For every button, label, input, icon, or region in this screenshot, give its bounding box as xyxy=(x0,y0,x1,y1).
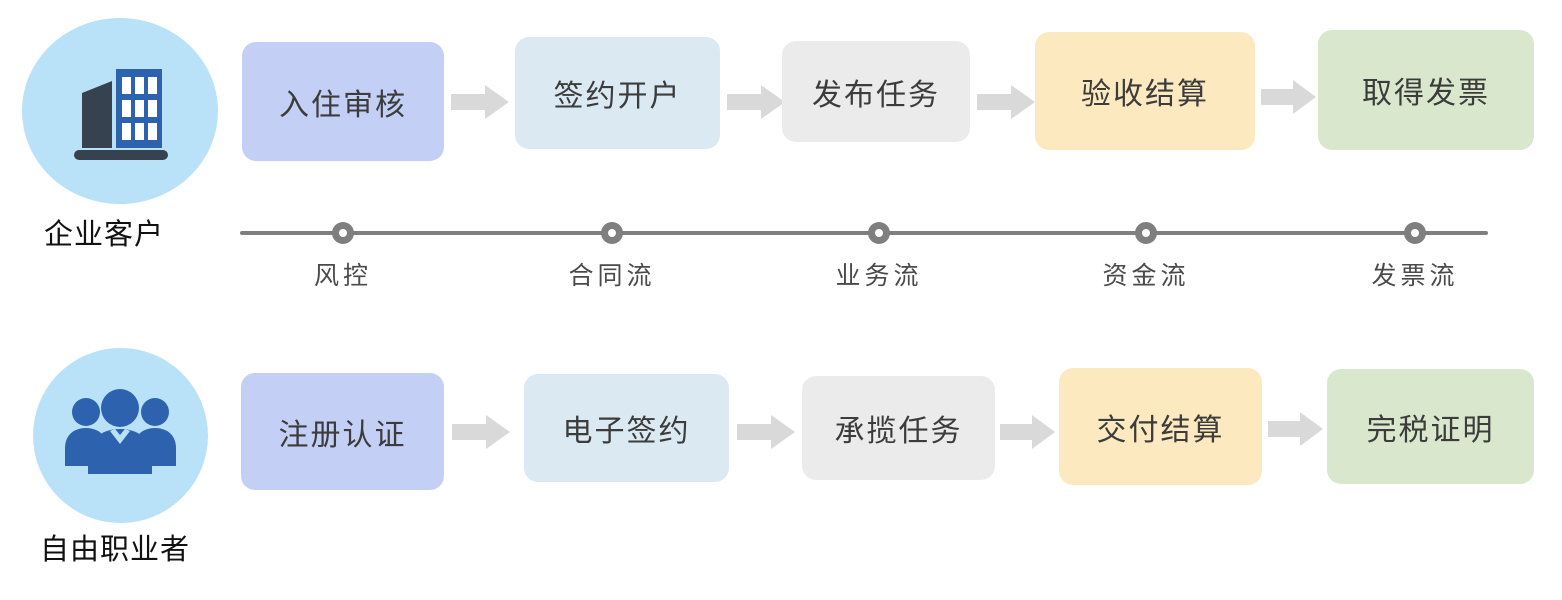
step-card-enterprise-5[interactable]: 取得发票 xyxy=(1318,30,1534,150)
timeline-track xyxy=(240,231,1488,235)
flow-arrow-freelancer-3 xyxy=(1000,415,1055,449)
step-card-label: 发布任务 xyxy=(812,78,940,112)
step-card-enterprise-3[interactable]: 发布任务 xyxy=(782,41,970,142)
enterprise-icon-circle xyxy=(22,18,218,204)
people-group-icon xyxy=(65,388,176,474)
timeline-node-2[interactable] xyxy=(601,222,623,244)
step-card-label: 电子签约 xyxy=(562,415,691,448)
timeline-label-2: 合同流 xyxy=(568,262,656,290)
step-card-label: 验收结算 xyxy=(1081,78,1209,111)
flow-arrow-freelancer-4 xyxy=(1268,412,1323,446)
step-card-label: 入住审核 xyxy=(279,88,407,122)
step-card-enterprise-4[interactable]: 验收结算 xyxy=(1035,32,1255,150)
timeline-label-3: 业务流 xyxy=(835,262,923,290)
timeline-node-5[interactable] xyxy=(1404,222,1426,244)
step-card-enterprise-2[interactable]: 签约开户 xyxy=(515,37,720,149)
freelancer-caption: 自由职业者 xyxy=(40,534,191,566)
flow-arrow-enterprise-2 xyxy=(727,85,785,119)
freelancer-icon-circle xyxy=(33,348,208,523)
step-card-enterprise-1[interactable]: 入住审核 xyxy=(242,42,444,161)
timeline-label-5: 发票流 xyxy=(1371,262,1459,290)
flow-arrow-enterprise-3 xyxy=(977,85,1035,119)
step-card-label: 注册认证 xyxy=(278,418,407,452)
step-card-label: 完税证明 xyxy=(1366,413,1495,447)
step-card-freelancer-1[interactable]: 注册认证 xyxy=(241,373,444,490)
office-building-icon xyxy=(74,69,168,160)
timeline-label-1: 风控 xyxy=(313,262,373,290)
step-card-label: 取得发票 xyxy=(1362,77,1490,110)
flow-arrow-enterprise-1 xyxy=(451,85,509,119)
timeline-label-4: 资金流 xyxy=(1102,262,1190,290)
flow-arrow-enterprise-4 xyxy=(1261,80,1316,114)
step-card-freelancer-2[interactable]: 电子签约 xyxy=(524,374,729,482)
step-card-label: 承揽任务 xyxy=(834,415,963,448)
step-card-freelancer-5[interactable]: 完税证明 xyxy=(1327,369,1534,484)
flow-arrow-freelancer-1 xyxy=(452,415,510,449)
step-card-label: 交付结算 xyxy=(1096,413,1225,447)
timeline-node-3[interactable] xyxy=(868,222,890,244)
step-card-label: 签约开户 xyxy=(553,80,682,113)
timeline-node-4[interactable] xyxy=(1135,222,1157,244)
timeline-node-1[interactable] xyxy=(332,222,354,244)
flow-arrow-freelancer-2 xyxy=(737,415,795,449)
step-card-freelancer-4[interactable]: 交付结算 xyxy=(1059,368,1262,485)
enterprise-caption: 企业客户 xyxy=(44,219,165,251)
step-card-freelancer-3[interactable]: 承揽任务 xyxy=(802,376,995,480)
